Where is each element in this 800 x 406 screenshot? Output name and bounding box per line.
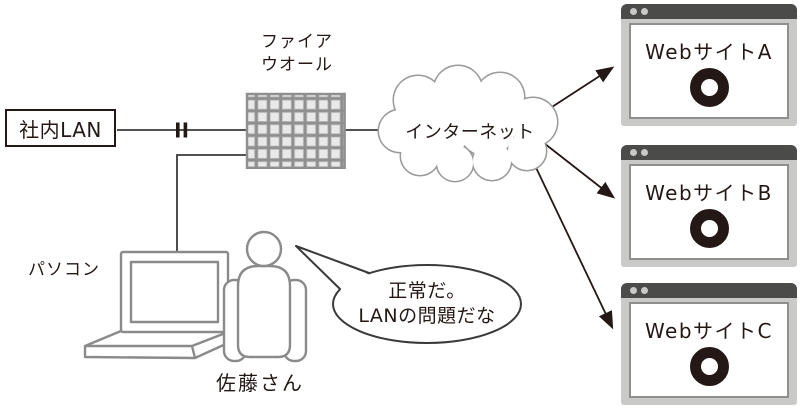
window-content: WebサイトA: [629, 23, 789, 119]
speech-bubble-text: 正常だ。 LANの問題だな: [358, 280, 496, 327]
line-break-icon: [176, 122, 188, 138]
internet-cloud-icon: [377, 64, 559, 183]
ok-circle-icon: [689, 346, 729, 386]
window-dot-icon: [641, 8, 648, 15]
person-icon: [222, 230, 308, 363]
website-window-b: WebサイトB: [621, 145, 797, 267]
website-label: WebサイトA: [645, 39, 773, 64]
website-window-c: WebサイトC: [621, 283, 797, 405]
firewall-label: ファイア ウオール: [261, 32, 333, 75]
window-content: WebサイトB: [629, 164, 789, 260]
window-dot-icon: [630, 8, 637, 15]
firewall-icon: [245, 92, 346, 170]
speech-bubble: [295, 245, 522, 344]
window-dot-icon: [641, 149, 648, 156]
website-window-a: WebサイトA: [621, 4, 797, 126]
window-titlebar: [621, 283, 797, 298]
window-titlebar: [621, 4, 797, 19]
website-label: WebサイトC: [644, 318, 774, 343]
window-titlebar: [621, 145, 797, 160]
ok-circle-icon: [689, 208, 729, 248]
window-content: WebサイトC: [629, 302, 789, 398]
ok-circle-icon: [689, 67, 729, 107]
internet-label: インターネット: [405, 122, 535, 143]
window-dot-icon: [630, 149, 637, 156]
pc-label: パソコン: [28, 260, 100, 280]
lan-box: 社内LAN: [5, 109, 116, 147]
person-name-label: 佐藤さん: [216, 371, 304, 395]
lan-box-label: 社内LAN: [19, 117, 102, 142]
window-dot-icon: [641, 287, 648, 294]
laptop-icon: [83, 250, 230, 360]
window-dot-icon: [630, 287, 637, 294]
website-label: WebサイトB: [645, 180, 773, 205]
